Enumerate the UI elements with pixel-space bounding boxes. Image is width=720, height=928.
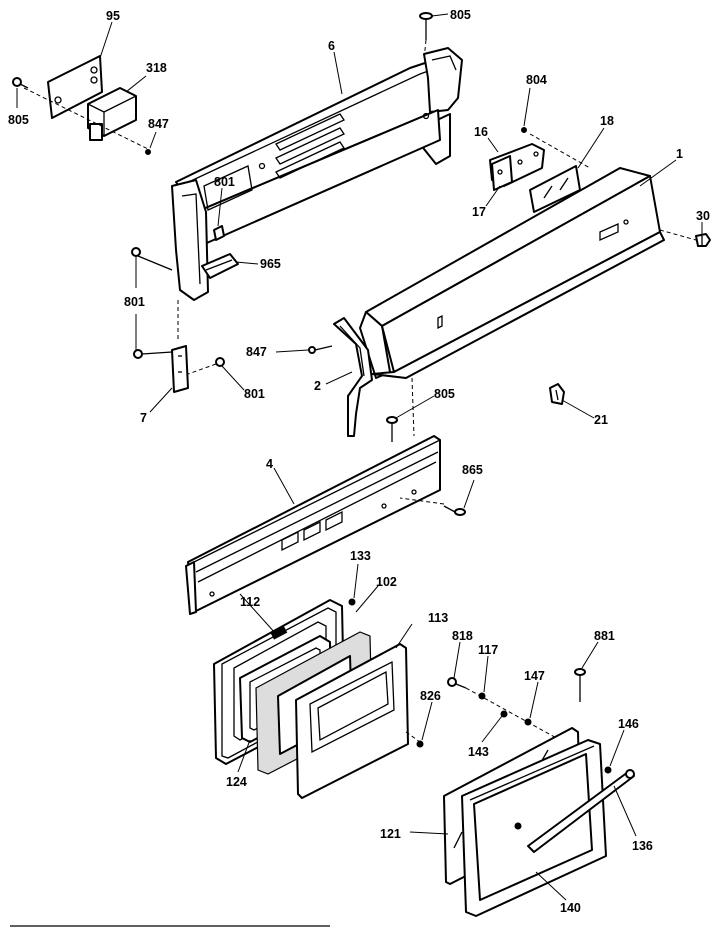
screw-146: [604, 766, 612, 774]
label-30: 30: [696, 209, 710, 223]
label-146: 146: [618, 717, 639, 731]
label-965: 965: [260, 257, 281, 271]
label-18: 18: [600, 114, 614, 128]
label-16: 16: [474, 125, 488, 139]
label-113: 113: [428, 611, 448, 625]
label-6: 6: [328, 39, 335, 53]
label-121: 121: [380, 827, 401, 841]
leader-lines: [16, 13, 703, 901]
screw-881-lower: [574, 668, 586, 702]
label-147: 147: [524, 669, 545, 683]
label-2: 2: [314, 379, 321, 393]
screw-865: [443, 505, 466, 516]
label-21: 21: [594, 413, 608, 427]
label-801-left: 801: [124, 295, 145, 309]
part-1-control-panel: [359, 167, 665, 379]
label-17: 17: [472, 205, 486, 219]
label-124: 124: [226, 775, 247, 789]
label-95: 95: [106, 9, 120, 23]
screw-804: [521, 127, 527, 133]
screw-847-middle: [308, 345, 333, 354]
assembly-line-804: [529, 133, 591, 169]
screw-805-middle: [386, 416, 398, 442]
screw-801-right-of-7: [187, 357, 225, 375]
label-847-left: 847: [148, 117, 169, 131]
assembly-line-805-top: [423, 39, 427, 61]
label-847-middle: 847: [246, 345, 267, 359]
part-21-clip: [549, 383, 565, 405]
label-102: 102: [376, 575, 397, 589]
label-133: 133: [350, 549, 371, 563]
label-1: 1: [676, 147, 683, 161]
screw-826: [416, 740, 424, 748]
part-6-backsplash-frame: [171, 47, 463, 301]
label-4: 4: [266, 457, 273, 471]
label-805-middle: 805: [434, 387, 455, 401]
label-7: 7: [140, 411, 147, 425]
label-143: 143: [468, 745, 489, 759]
label-805-left: 805: [8, 113, 29, 127]
spacer-143: [500, 710, 508, 718]
label-826: 826: [420, 689, 441, 703]
part-318-terminal-block: [87, 87, 137, 141]
part-4-panel-front: [185, 435, 441, 615]
assembly-line-30: [659, 229, 697, 241]
part-965-clip: [201, 253, 239, 279]
label-136: 136: [632, 839, 653, 853]
part-labels: 95 318 805 847 6 805 804 16 18 1 17 30 8…: [8, 8, 710, 915]
label-881-lower: 881: [594, 629, 615, 643]
assembly-line-865: [399, 497, 445, 505]
screw-801-lower-left: [133, 349, 173, 359]
label-117: 117: [478, 643, 498, 657]
screw-818: [447, 677, 467, 689]
part-2-end-trim: [333, 317, 373, 437]
spacer-117: [478, 692, 486, 700]
label-801-right: 801: [244, 387, 265, 401]
label-804: 804: [526, 73, 547, 87]
assembly-line-95: [23, 87, 151, 151]
label-805-top: 805: [450, 8, 471, 22]
assembly-line-805-middle: [411, 377, 415, 437]
part-16-switch: [489, 143, 545, 191]
part-7-bracket: [171, 345, 189, 393]
label-818: 818: [452, 629, 473, 643]
screw-801-upper-left: [131, 247, 173, 271]
screw-805-top: [419, 12, 433, 40]
screw-805-left: [12, 77, 29, 89]
part-95-bracket: [47, 55, 103, 119]
part-113-inner-panel: [295, 643, 409, 799]
screw-881-upper: [213, 225, 225, 241]
screw-133: [348, 598, 356, 606]
part-136-handle: [514, 769, 635, 853]
label-140: 140: [560, 901, 581, 915]
part-30-knob: [695, 233, 711, 247]
assembly-line-826: [405, 731, 421, 743]
label-112: 112: [240, 595, 260, 609]
label-881-upper: 801: [214, 175, 235, 189]
label-865: 865: [462, 463, 483, 477]
label-318: 318: [146, 61, 167, 75]
part-140-door-frame: [461, 739, 607, 917]
screw-847-left: [145, 149, 151, 155]
spacer-147: [524, 718, 532, 726]
